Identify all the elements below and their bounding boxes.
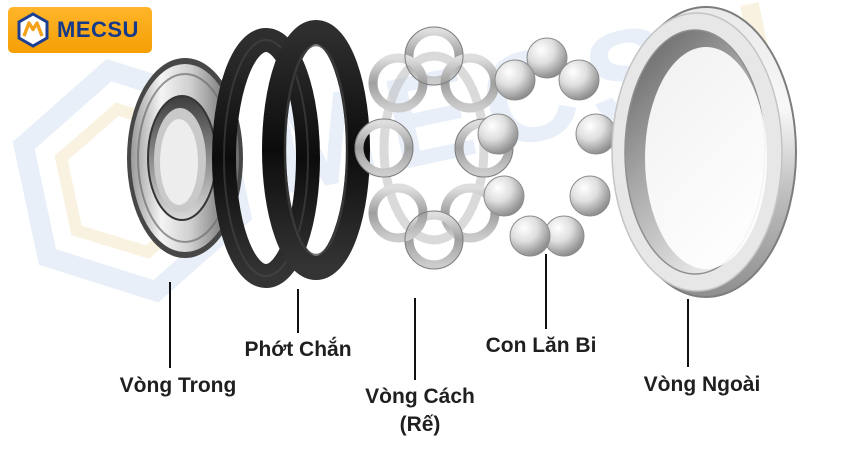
label-cage: Vòng Cách (Rế) (330, 383, 510, 438)
mecsu-logo-text: MECSU (57, 17, 139, 42)
balls-illustration (477, 37, 617, 257)
mecsu-logo: MECSU (8, 7, 152, 53)
leader-lines (169, 254, 689, 380)
label-cage-line2: (Rế) (399, 412, 441, 436)
outer-ring-illustration (611, 6, 797, 298)
mecsu-logo-icon (17, 12, 49, 48)
seal-illustration (212, 20, 370, 288)
label-cage-line1: Vòng Cách (365, 385, 475, 408)
label-seal: Phớt Chắn (244, 338, 352, 361)
label-inner-ring: Vòng Trong (119, 374, 237, 397)
label-balls: Con Lăn Bi (485, 334, 597, 357)
label-outer-ring: Vòng Ngoài (643, 373, 761, 396)
